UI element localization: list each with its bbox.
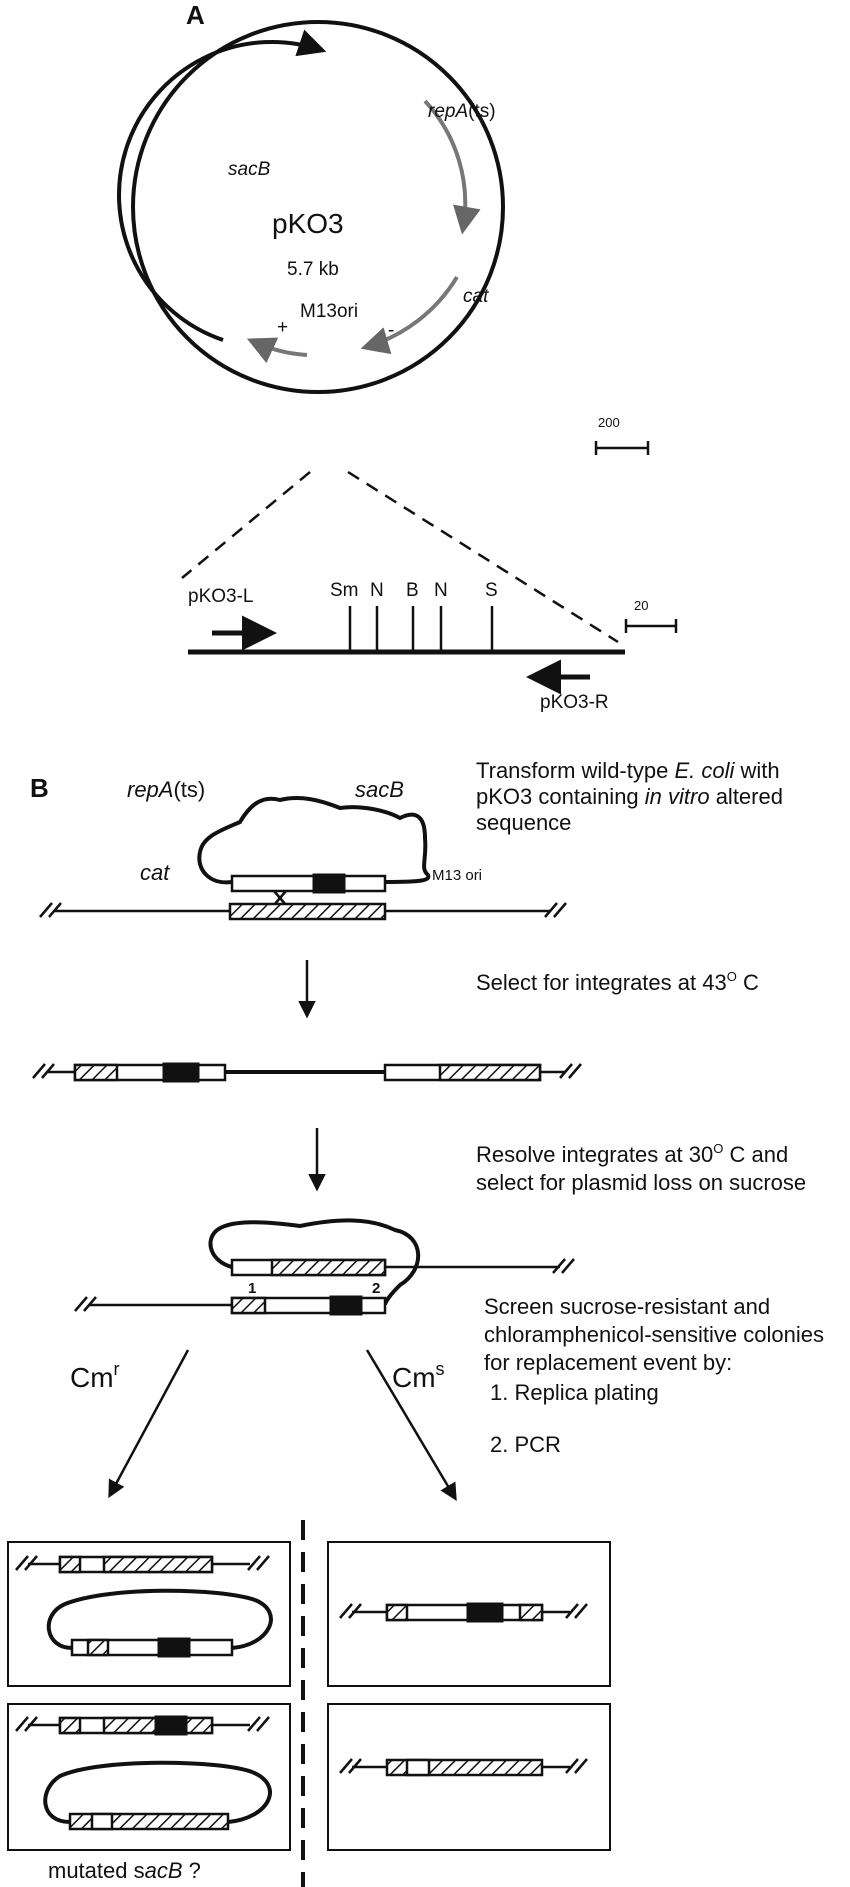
b1-chromosome-hatched — [228, 902, 387, 921]
repa-label: repA(ts) — [428, 101, 496, 122]
step1-line3: sequence — [476, 810, 571, 835]
step4-line1: Screen sucrose-resistant and — [484, 1294, 770, 1319]
b3-bottom-mutation — [329, 1295, 363, 1316]
b2-chromosome-breaks — [32, 1063, 582, 1079]
m13ori-label: M13ori — [300, 301, 358, 322]
plasmid-name: pKO3 — [272, 208, 344, 239]
cm-r-label: Cmr — [70, 1359, 120, 1393]
step4-item2: 2. PCR — [490, 1432, 561, 1457]
site-n1: N — [370, 580, 384, 601]
outcome-cms-1-content — [339, 1602, 588, 1623]
outcome-cmr-1-content — [15, 1555, 273, 1658]
b-sacb-label: sacB — [355, 777, 404, 802]
b1-mutation-block — [312, 873, 346, 894]
b-cat-label: cat — [140, 860, 170, 885]
primer-left-label: pKO3-L — [188, 586, 253, 607]
scale-label-20: 20 — [634, 598, 648, 613]
step4-line3: for replacement event by: — [484, 1350, 732, 1375]
b-m13-label: M13 ori — [432, 867, 482, 884]
cm-s-arrow — [365, 1349, 457, 1502]
plus-sign: + — [277, 317, 288, 338]
step3-line2: select for plasmid loss on sucrose — [476, 1170, 806, 1195]
plasmid-circle — [131, 20, 505, 394]
sacb-arrow — [116, 29, 327, 342]
b2-left-mutation — [162, 1062, 200, 1083]
primer-right-label: pKO3-R — [540, 692, 609, 713]
step3-line1: Resolve integrates at 30O C and — [476, 1141, 788, 1167]
scale-label-200: 200 — [598, 415, 620, 430]
sacb-label: sacB — [228, 159, 271, 180]
scale-bar-200 — [594, 441, 650, 455]
step2: Select for integrates at 43O C — [476, 969, 759, 995]
crossover-site-1: 1 — [248, 1280, 256, 1297]
m13ori-arrow — [246, 337, 308, 364]
panel-b-label: B — [30, 773, 49, 803]
cat-arrow — [360, 275, 459, 355]
site-b: B — [406, 580, 419, 601]
site-s: S — [485, 580, 498, 601]
b3-loop — [208, 1218, 421, 1306]
step1-line2: pKO3 containing in vitro altered — [476, 784, 783, 809]
plasmid-size: 5.7 kb — [287, 259, 339, 280]
restriction-sites: Sm N B N S — [330, 580, 498, 652]
b3-top-hatched — [270, 1258, 387, 1277]
b1-crossover-x — [273, 890, 287, 906]
scale-bar-20 — [624, 619, 678, 633]
step1-line1: Transform wild-type E. coli with — [476, 758, 780, 783]
outcome-cms-2-content — [339, 1758, 588, 1777]
step4-line2: chloramphenicol-sensitive colonies — [484, 1322, 824, 1347]
b1-plasmid-loop — [197, 796, 431, 885]
site-sm: Sm — [330, 580, 359, 601]
b1-chromosome-breaks — [39, 902, 567, 918]
minus-sign: - — [388, 320, 394, 341]
crossover-site-2: 2 — [372, 1280, 380, 1297]
b-repa-label: repA(ts) — [127, 777, 205, 802]
outcome-cmr-2-content — [15, 1715, 272, 1831]
panel-a-label: A — [186, 0, 205, 30]
site-n2: N — [434, 580, 448, 601]
cat-label: cat — [463, 286, 489, 307]
cm-r-arrow — [108, 1349, 190, 1499]
step4-item1: 1. Replica plating — [490, 1380, 659, 1405]
cm-s-label: Cms — [392, 1359, 445, 1393]
b2-left-hatched — [73, 1063, 119, 1082]
outcome-box-cms-2 — [327, 1703, 611, 1851]
mutated-sacb-label: mutated sacB ? — [48, 1858, 201, 1883]
b3-bottom-break — [74, 1296, 97, 1312]
zoom-line-right — [347, 470, 619, 644]
b1-plasmid-insert — [230, 874, 387, 893]
b2-right-hatched — [438, 1063, 542, 1082]
repa-arrow — [423, 99, 481, 235]
b3-top-break — [552, 1258, 575, 1274]
zoom-line-left — [181, 471, 311, 579]
b3-bottom-hatched — [230, 1296, 267, 1315]
